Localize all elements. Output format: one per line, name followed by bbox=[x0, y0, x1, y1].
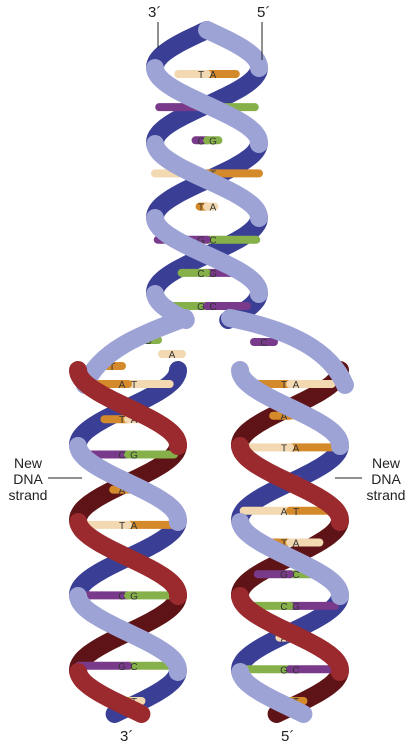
base-letter: G bbox=[118, 662, 126, 673]
bottom-left-end-label: 3´ bbox=[120, 728, 133, 745]
base-letter: T bbox=[281, 380, 287, 391]
left-new-strand-label-line-3: strand bbox=[4, 487, 52, 503]
right-new-strand-label: New DNA strand bbox=[360, 455, 412, 503]
top-right-end-label: 5´ bbox=[257, 4, 270, 21]
base-letter: A bbox=[210, 70, 217, 81]
left-new-strand-segment-5 bbox=[78, 672, 141, 714]
base-letter: G bbox=[292, 602, 300, 613]
right-new-strand-label-line-1: New bbox=[360, 455, 412, 471]
base-letter: C bbox=[209, 236, 216, 247]
base-letter: G bbox=[130, 450, 138, 461]
right-new-strand-label-line-3: strand bbox=[360, 487, 412, 503]
left-new-strand-label-line-1: New bbox=[4, 455, 52, 471]
base-letter: T bbox=[281, 443, 287, 454]
base-letter: C bbox=[130, 662, 137, 673]
base-letter: A bbox=[293, 539, 300, 550]
right-new-strand-label-line-2: DNA bbox=[360, 471, 412, 487]
base-letter: T bbox=[198, 70, 204, 81]
parent-strand-a-segment-0 bbox=[207, 30, 259, 68]
unpaired-base-letter: C bbox=[260, 338, 267, 349]
base-letter: C bbox=[280, 602, 287, 613]
base-letter: G bbox=[130, 591, 138, 602]
base-letter: G bbox=[280, 570, 288, 581]
base-letter: G bbox=[209, 136, 217, 147]
top-left-end-label: 3´ bbox=[148, 4, 161, 21]
base-letter: C bbox=[292, 570, 299, 581]
base-letter: T bbox=[119, 415, 125, 426]
base-letter: G bbox=[280, 665, 288, 676]
base-letter: G bbox=[197, 302, 205, 313]
parent-strand-b-segment-0 bbox=[155, 30, 207, 68]
base-letter: C bbox=[118, 450, 125, 461]
base-letter: C bbox=[292, 665, 299, 676]
base-letter: C bbox=[118, 591, 125, 602]
base-letter: A bbox=[131, 521, 138, 532]
left-new-strand-label-line-2: DNA bbox=[4, 471, 52, 487]
unpaired-base-letter: A bbox=[169, 350, 176, 361]
base-letter: A bbox=[210, 203, 217, 214]
base-letter: A bbox=[293, 380, 300, 391]
left-new-strand-label: New DNA strand bbox=[4, 455, 52, 503]
base-letter: G bbox=[209, 269, 217, 280]
base-letter: C bbox=[209, 302, 216, 313]
base-letter: T bbox=[131, 380, 137, 391]
base-letter: A bbox=[293, 443, 300, 454]
base-letter: C bbox=[197, 269, 204, 280]
base-letter: T bbox=[119, 521, 125, 532]
bottom-right-end-label: 5´ bbox=[281, 728, 294, 745]
base-letter: T bbox=[293, 507, 299, 518]
base-letter: A bbox=[119, 380, 126, 391]
base-letter: A bbox=[281, 507, 288, 518]
right-parent-strand-segment-4 bbox=[240, 672, 303, 714]
base-letter: C bbox=[197, 136, 204, 147]
base-letter: T bbox=[198, 203, 204, 214]
